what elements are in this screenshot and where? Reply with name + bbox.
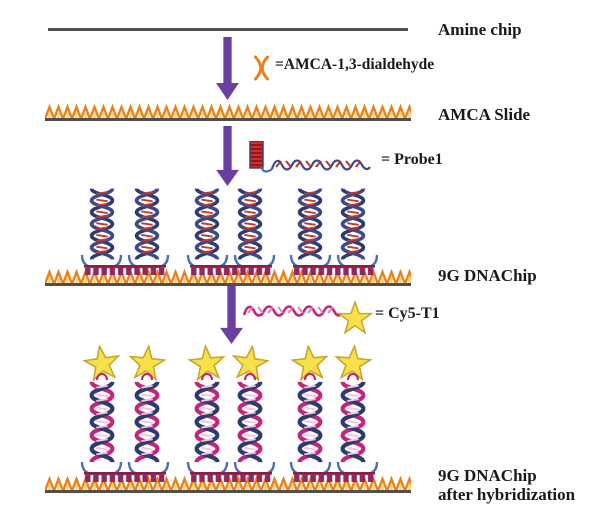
- star-linker: [347, 372, 359, 381]
- probe1-strand-icon: [249, 141, 371, 173]
- star-linker: [96, 372, 108, 381]
- hybridized-label-line2: after hybridization: [438, 485, 576, 504]
- linker-comb: [84, 472, 166, 483]
- hybridized-label: 9G DNAChip after hybridization: [438, 466, 575, 504]
- dna-helix: [233, 187, 267, 261]
- amca-slide-label: AMCA Slide: [438, 105, 531, 124]
- down-arrow-icon: [214, 126, 241, 187]
- dna-helix: [190, 187, 224, 261]
- down-arrow-icon: [214, 37, 241, 101]
- dna-helix: [130, 187, 164, 261]
- hybridized-dna-helix: [85, 380, 119, 464]
- amine-chip-surface-line: [48, 28, 408, 31]
- linker-comb: [190, 265, 272, 276]
- cy5-strand-icon: [242, 305, 341, 317]
- star-linker: [304, 372, 316, 381]
- hybridized-dna-helix: [233, 380, 267, 464]
- linker-comb: [293, 265, 375, 276]
- dnachip-label: 9G DNAChip: [438, 266, 537, 285]
- amca-legend-label: =AMCA-1,3-dialdehyde: [275, 56, 435, 73]
- amca-dialdehyde-icon: [254, 55, 269, 81]
- star-linker: [141, 372, 153, 381]
- dna-helix: [293, 187, 327, 261]
- hybridized-dna-helix: [293, 380, 327, 464]
- cy5-legend-label: = Cy5-T1: [375, 305, 440, 322]
- hybridized-label-line1: 9G DNAChip: [438, 466, 537, 485]
- dna-helix: [336, 187, 370, 261]
- hybridized-dna-helix: [130, 380, 164, 464]
- linker-comb: [84, 265, 166, 276]
- star-linker: [244, 372, 256, 381]
- linker-comb: [190, 472, 272, 483]
- star-linker: [201, 372, 213, 381]
- probe1-legend-label: = Probe1: [381, 151, 443, 168]
- linker-comb: [293, 472, 375, 483]
- amca-slide-surface-line: [45, 118, 411, 121]
- amine-chip-label: Amine chip: [438, 20, 522, 39]
- hybridized-surface-line: [45, 490, 411, 493]
- cy5-star-icon: [337, 301, 373, 335]
- dnachip-surface-line: [45, 283, 411, 286]
- hybridized-dna-helix: [190, 380, 224, 464]
- hybridized-dna-helix: [336, 380, 370, 464]
- amca-slide-fringe: [45, 104, 411, 119]
- dna-helix: [85, 187, 119, 261]
